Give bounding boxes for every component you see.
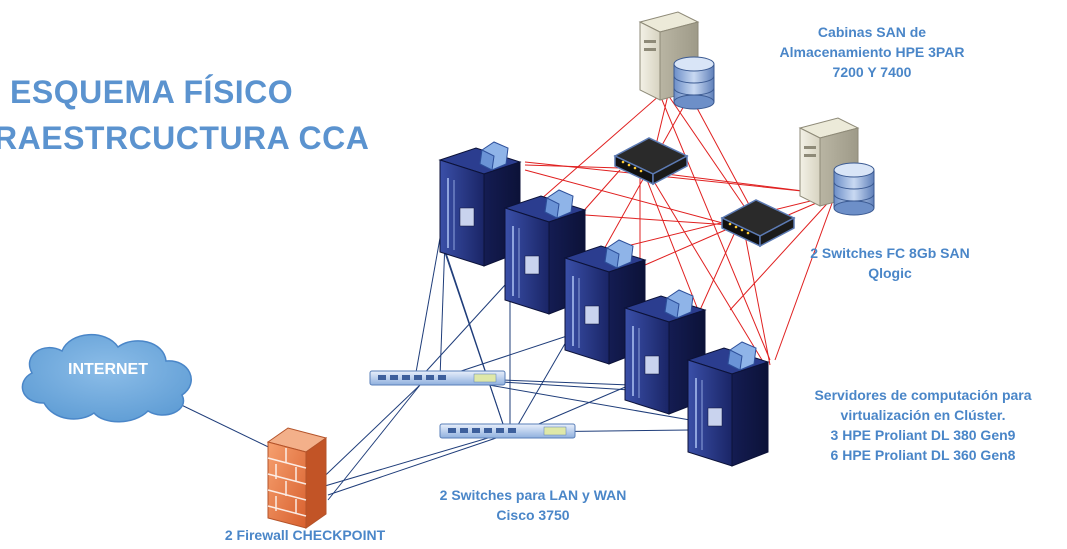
fc-switches-label: 2 Switches FC 8Gb SAN Qlogic	[790, 243, 990, 283]
lan-links	[139, 237, 691, 501]
storage-server-icon	[638, 11, 715, 110]
servers-label-line: 6 HPE Proliant DL 360 Gen8	[830, 447, 1016, 463]
lan-switches-label: 2 Switches para LAN y WAN Cisco 3750	[423, 485, 643, 525]
firewall-label: 2 Firewall CHECKPOINT	[224, 527, 386, 543]
lan-switch-icon	[369, 370, 506, 386]
internet-label: INTERNET	[68, 361, 148, 378]
fc-switch-icon	[613, 137, 689, 186]
fc-switches-label-line: Qlogic	[868, 265, 912, 281]
san-storage-label-line: 7200 Y 7400	[832, 64, 912, 80]
servers-label-line: Servidores de computación para	[814, 387, 1032, 403]
servers-label-line: 3 HPE Proliant DL 380 Gen9	[830, 427, 1016, 443]
lan-switches-label-line: 2 Switches para LAN y WAN	[439, 487, 627, 503]
servers-label: Servidores de computación para virtualiz…	[788, 385, 1058, 465]
san-storage-label-line: Cabinas SAN de	[817, 24, 927, 40]
storage-server-icon	[798, 117, 875, 216]
fc-switch-icon	[720, 199, 796, 248]
diagram-title-line-2: RAESTRCUCTURA CCA	[0, 120, 370, 156]
fc-switches-label-line: 2 Switches FC 8Gb SAN	[810, 245, 970, 261]
san-storage-label-line: Almacenamiento HPE 3PAR	[779, 44, 965, 60]
servers-label-line: virtualización en Clúster.	[840, 407, 1006, 423]
lan-switch-icon	[439, 423, 576, 439]
firewall-icon	[266, 427, 328, 529]
lan-switches-label-line: Cisco 3750	[496, 507, 570, 523]
san-storage-label: Cabinas SAN de Almacenamiento HPE 3PAR 7…	[752, 22, 992, 82]
diagram-title-line-1: ESQUEMA FÍSICO	[10, 74, 294, 110]
rack-server-icon	[686, 341, 770, 467]
cloud-icon	[21, 333, 192, 423]
